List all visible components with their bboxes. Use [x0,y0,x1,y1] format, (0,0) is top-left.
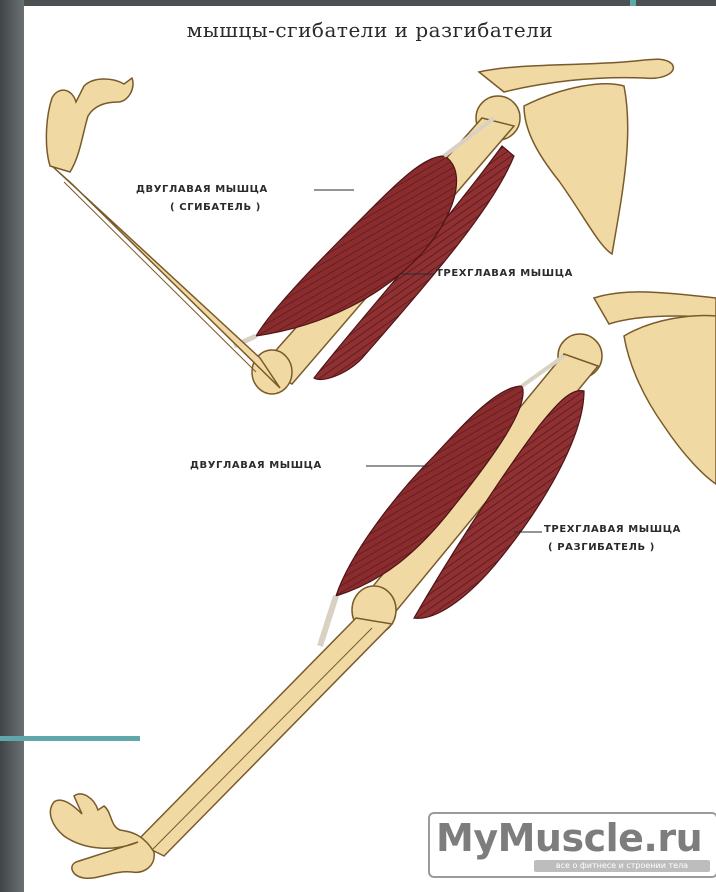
upper-biceps-sublabel: ( СГИБАТЕЛЬ ) [170,202,261,213]
lower-triceps-sublabel: ( РАЗГИБАТЕЛЬ ) [548,542,655,553]
lower-hand [50,794,154,878]
lower-scapula [624,316,716,484]
lower-triceps-label: ТРЕХГЛАВАЯ МЫШЦА [544,524,681,535]
arm-illustration [24,6,716,892]
upper-triceps-label: ТРЕХГЛАВАЯ МЫШЦА [436,268,573,279]
upper-biceps-label: ДВУГЛАВАЯ МЫШЦА [136,184,268,195]
extended-arm [50,292,716,878]
lower-biceps-label: ДВУГЛАВАЯ МЫШЦА [190,460,322,471]
mymuscle-watermark: MyMuscle.ru все о фитнесе и строении тел… [428,812,716,878]
watermark-logo-text: MyMuscle.ru [436,816,702,860]
slide-left-border [0,0,24,892]
diagram-panel: мышцы-сгибатели и разгибатели [24,6,716,892]
accent-bar [0,736,140,741]
upper-hand [46,78,133,172]
upper-scapula [524,84,628,254]
upper-forearm [52,166,280,388]
watermark-tagline: все о фитнесе и строении тела [534,860,710,872]
